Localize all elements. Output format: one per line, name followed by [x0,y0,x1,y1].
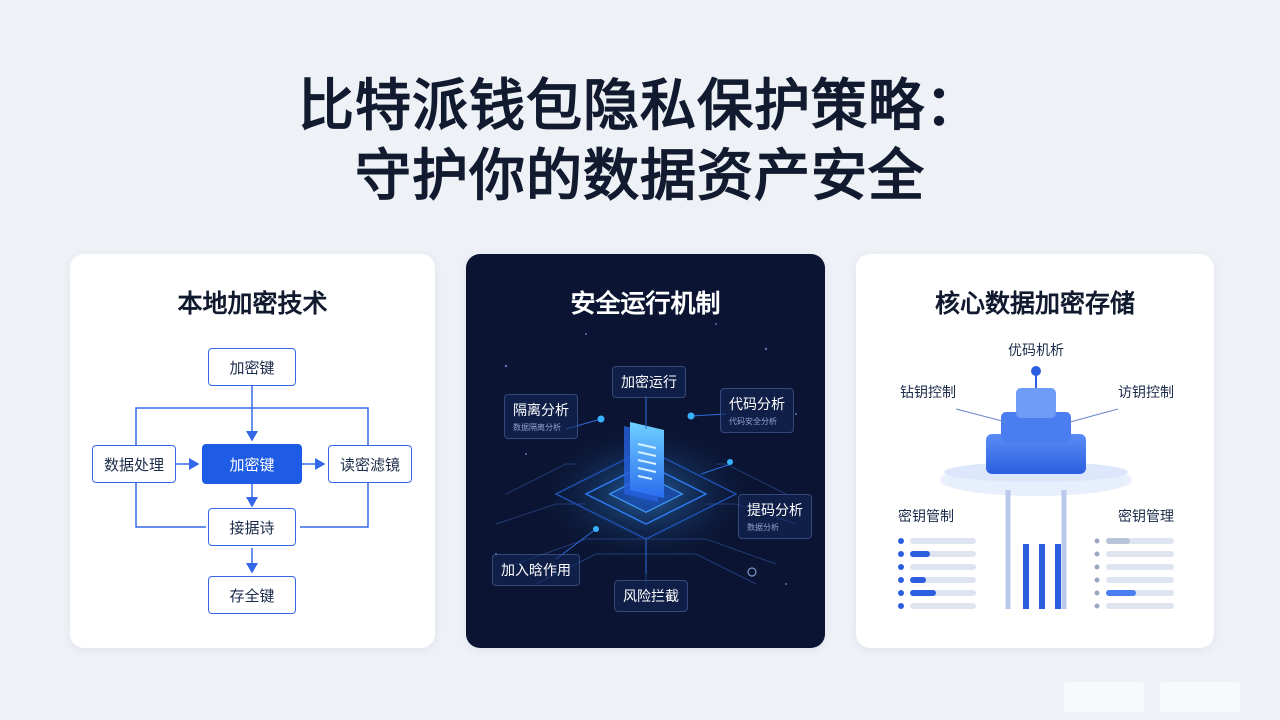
flowchart-connectors [135,386,369,574]
core-storage-panel: 核心数据加密存储 [856,254,1214,648]
label-right-top: 访钥控制 [1118,385,1174,401]
watermark-left [1064,682,1144,712]
page-title: 比特派钱包隐私保护策略： 守护你的数据资产安全 [0,72,1280,212]
panel-title: 核心数据加密存储 [934,289,1135,318]
label-top: 优码机析 [1008,343,1064,359]
label-right-top-text: 代码分析 [729,397,785,413]
circuit-illustration [495,323,797,594]
label-left-top: 钻钥控制 [900,385,956,401]
label-left-bottom: 加入晗作用 [492,554,580,586]
left-list-bars [898,538,976,609]
title-line-1: 比特派钱包隐私保护策略： [298,74,982,139]
label-left-top: 隔离分析 数据隔离分析 [504,394,578,439]
label-right-bottom: 密钥管理 [1118,509,1174,525]
label-left-top-text: 隔离分析 [513,403,569,419]
label-right-top-sub: 代码安全分析 [729,417,777,426]
label-left-top-sub: 数据隔离分析 [513,423,561,432]
flow-node-lower: 接据诗 [208,508,296,546]
right-list-bars [1094,538,1174,609]
storage-illustration [898,366,1174,609]
watermark-right [1160,682,1240,712]
security-mechanism-panel: 安全运行机制 [466,254,825,648]
flow-node-right: 读密滤镜 [328,445,412,483]
flow-node-bottom: 存全键 [208,576,296,614]
label-right-mid-sub: 数据分析 [747,523,779,532]
label-top: 加密运行 [612,366,686,398]
label-bottom: 风险拦截 [614,580,688,612]
label-left-bottom: 密钥管制 [898,509,954,525]
label-right-mid: 提码分析 数据分析 [738,494,812,539]
flow-node-center: 加密键 [202,444,302,484]
flow-node-left: 数据处理 [92,445,176,483]
flow-node-top: 加密键 [208,348,296,386]
title-line-2: 守护你的数据资产安全 [355,144,925,209]
local-encryption-panel: 本地加密技术 加密键 数据处理 加密键 读密滤镜 接据诗 存全键 [70,254,435,648]
panel-title: 安全运行机制 [570,289,721,318]
panel-title: 本地加密技术 [177,289,328,318]
label-right-mid-text: 提码分析 [747,503,803,519]
label-right-top: 代码分析 代码安全分析 [720,388,794,433]
